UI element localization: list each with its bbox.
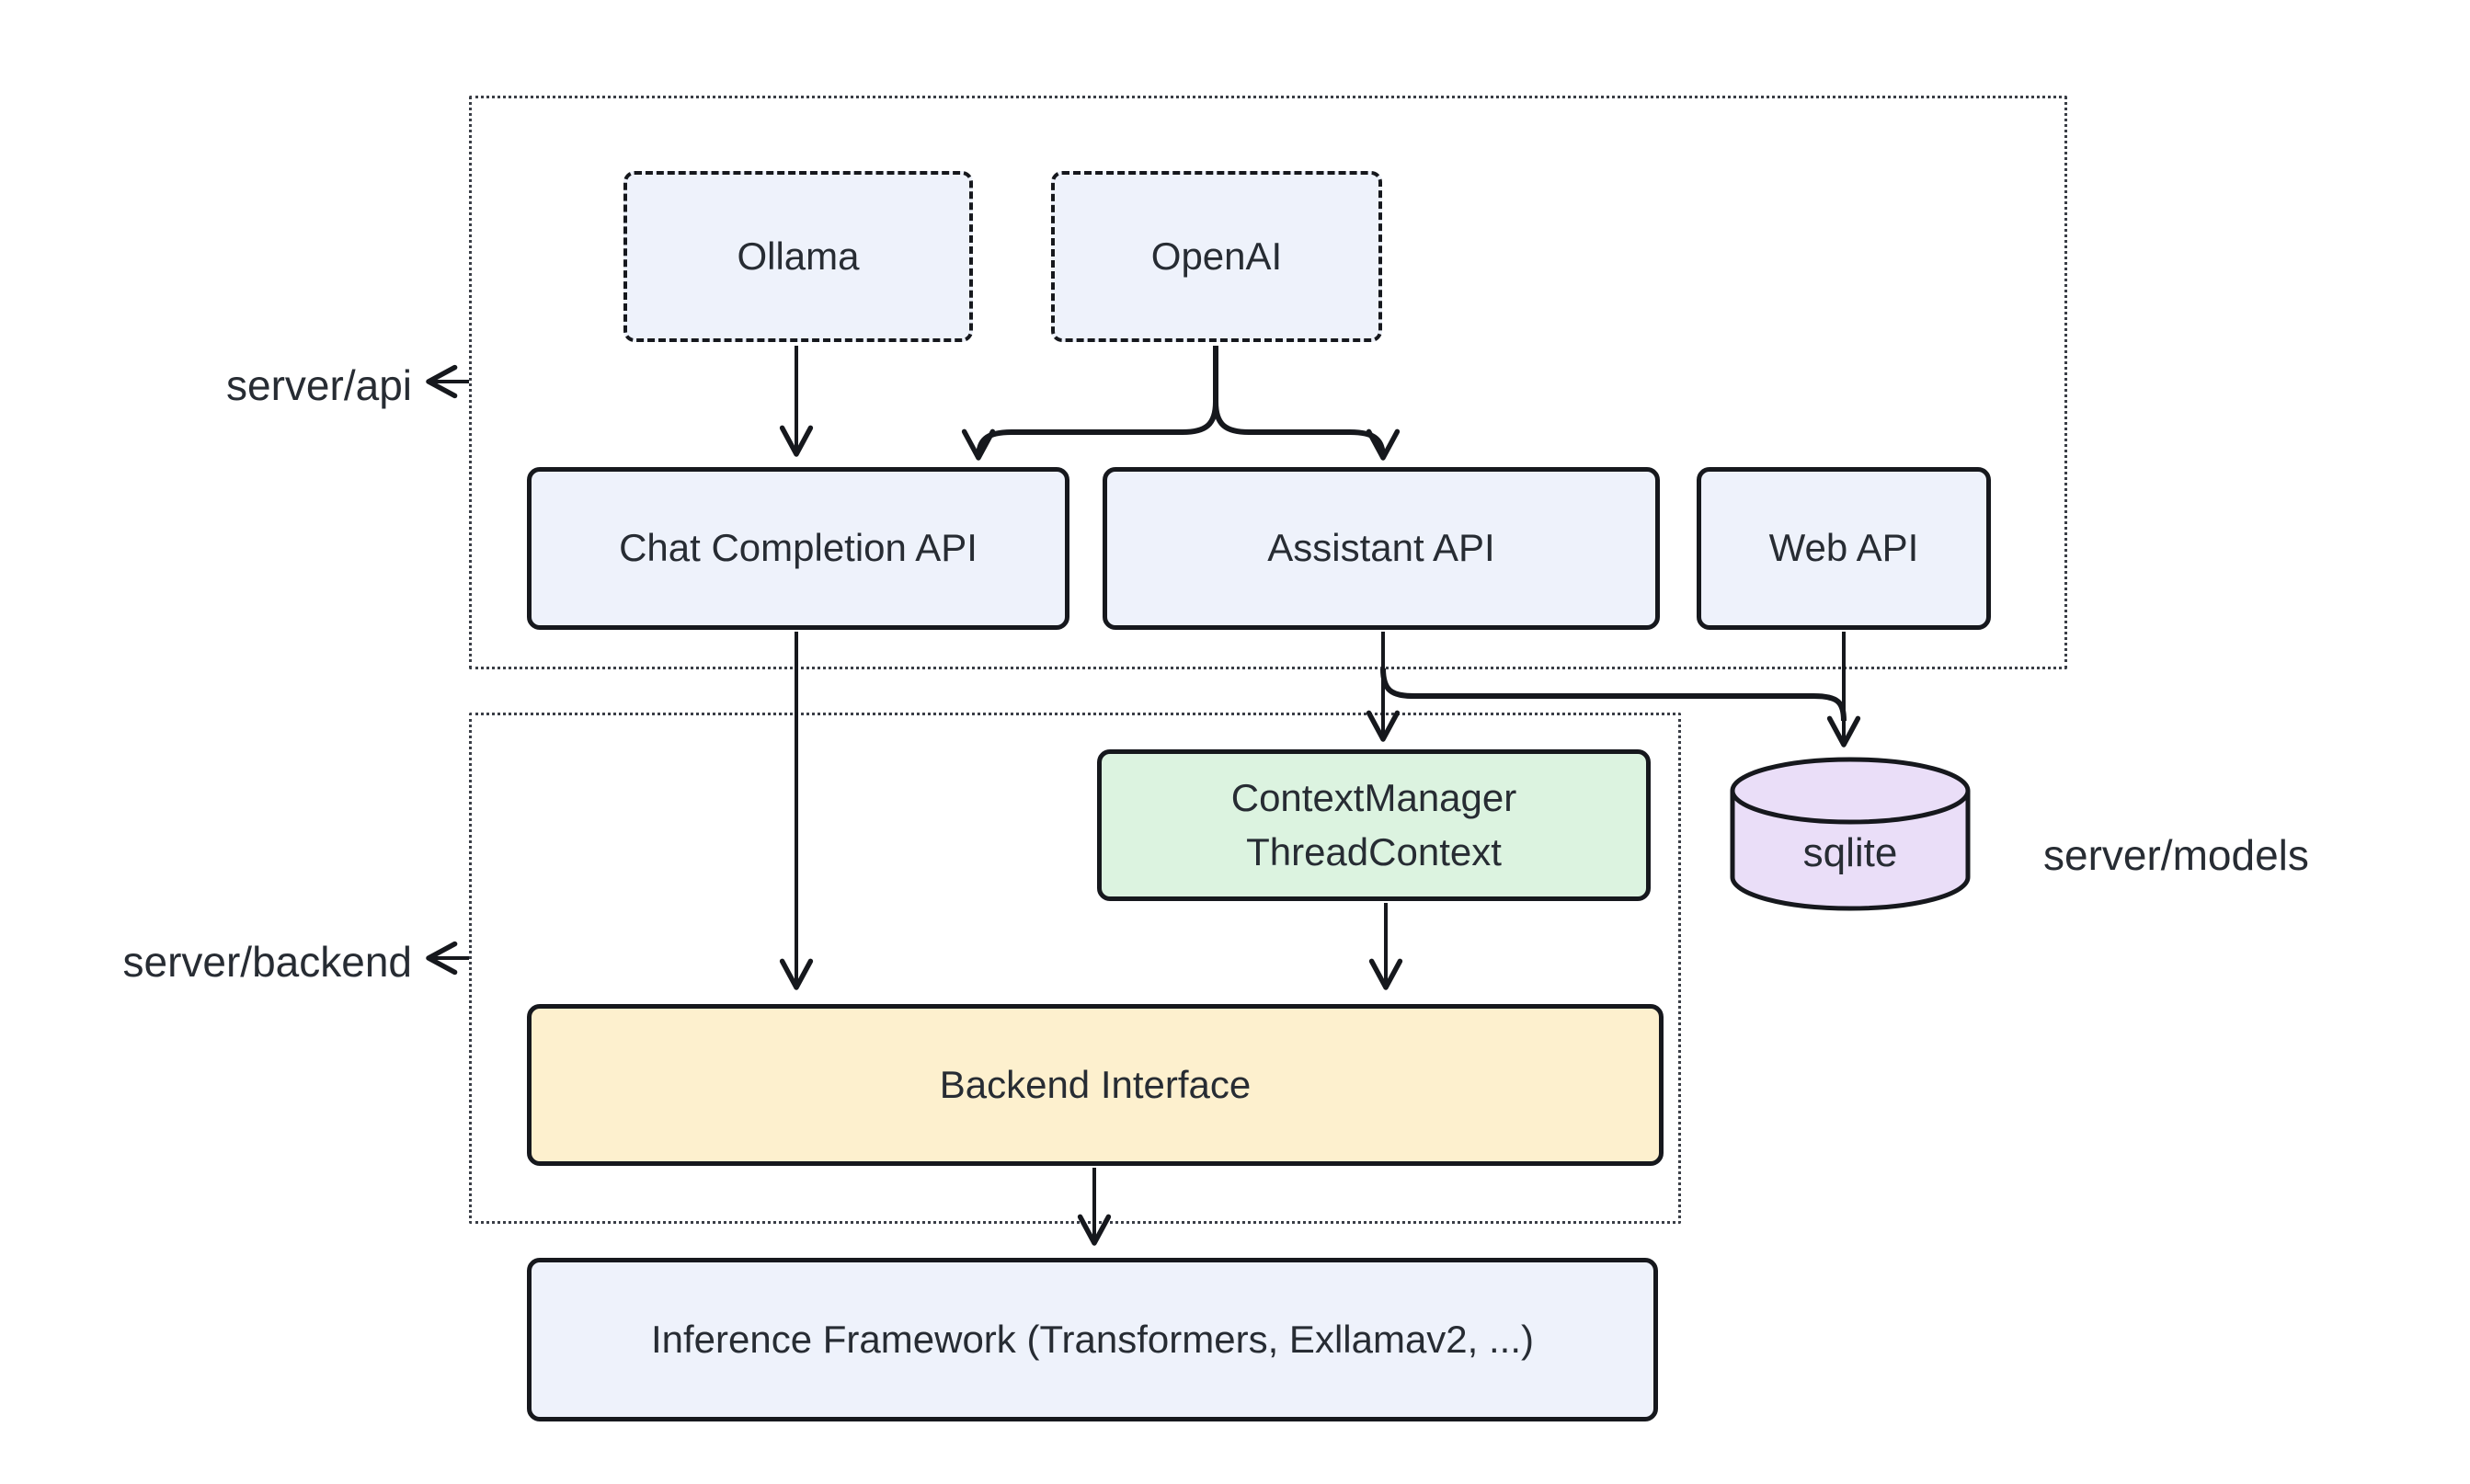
server-api-container <box>469 96 2067 669</box>
server-backend-container <box>469 713 1681 1224</box>
node-assistant-api: Assistant API <box>1103 467 1660 630</box>
node-chat-completion-api: Chat Completion API <box>527 467 1069 630</box>
node-openai: OpenAI <box>1051 171 1382 342</box>
node-context-manager-label-line2: ThreadContext <box>1246 829 1502 873</box>
node-inference-framework: Inference Framework (Transformers, Exlla… <box>527 1258 1658 1421</box>
node-backend-interface: Backend Interface <box>527 1004 1664 1166</box>
node-sqlite-label: sqlite <box>1802 830 1898 875</box>
node-assistant-api-label: Assistant API <box>1267 526 1495 570</box>
edge-openai-to-assistant <box>1213 401 1401 461</box>
node-ollama-label: Ollama <box>737 234 860 278</box>
label-server-api: server/api <box>226 361 412 409</box>
node-openai-label: OpenAI <box>1150 234 1283 278</box>
node-web-api-label: Web API <box>1768 526 1919 570</box>
node-inference-framework-label: Inference Framework (Transformers, Exlla… <box>650 1317 1534 1361</box>
sqlite-cylinder <box>1730 757 1971 911</box>
node-context-manager-label-line1: ContextManager <box>1230 775 1517 819</box>
node-context-manager: ContextManager ThreadContext <box>1097 749 1651 901</box>
edge-openai-to-chat <box>961 401 1218 461</box>
label-server-models: server/models <box>2043 831 2309 879</box>
node-chat-completion-api-label: Chat Completion API <box>619 526 978 570</box>
label-server-backend: server/backend <box>122 938 413 986</box>
edge-assistant-to-sqlite <box>1380 668 1847 722</box>
node-ollama: Ollama <box>623 171 973 342</box>
node-backend-interface-label: Backend Interface <box>939 1062 1252 1106</box>
node-web-api: Web API <box>1697 467 1991 630</box>
